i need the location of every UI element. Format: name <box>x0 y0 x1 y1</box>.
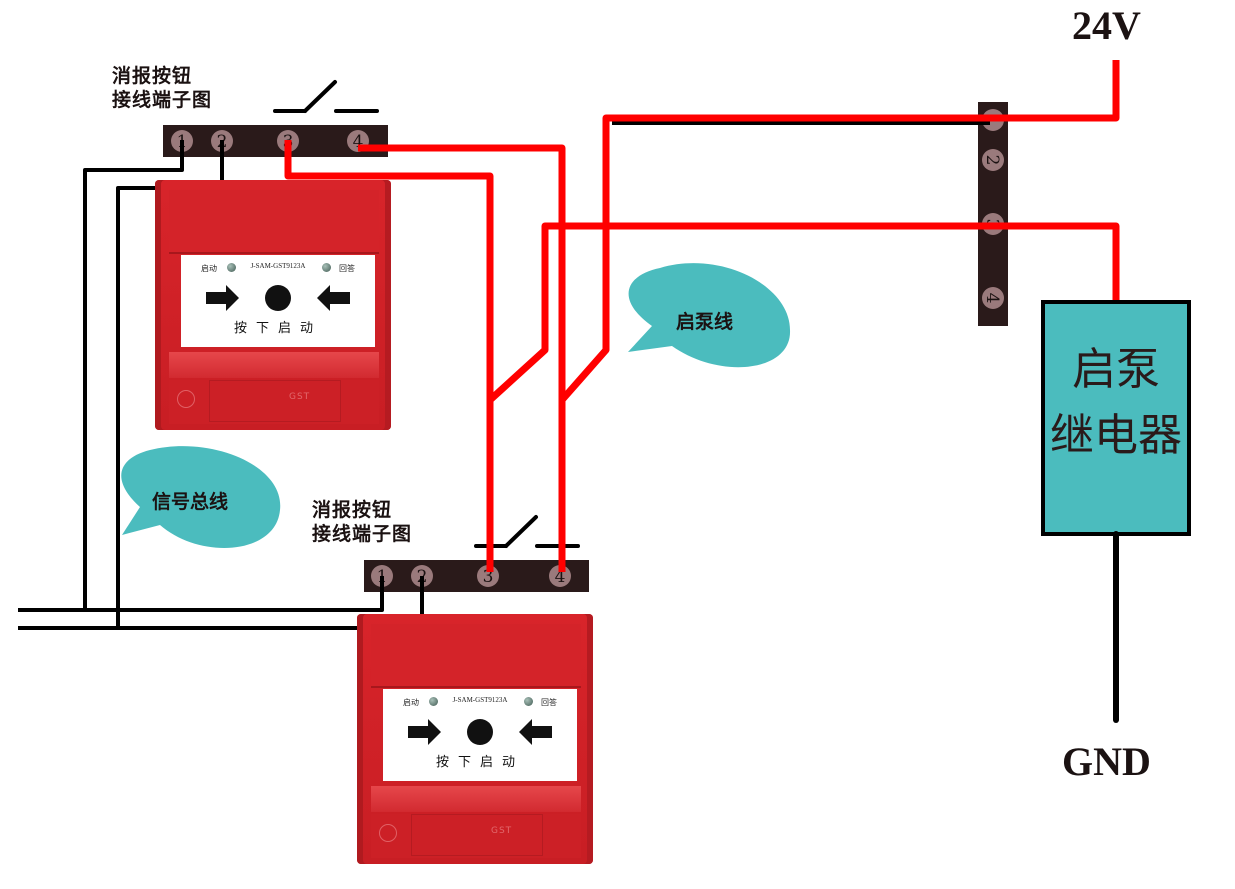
terminal-number: 4 <box>982 293 1002 304</box>
terminal-title-bottom-line2: 接线端子图 <box>312 523 413 545</box>
brand-logo-icon <box>177 390 195 408</box>
device-model: J-SAM-GST9123A <box>452 696 508 704</box>
led-start-label: 启动 <box>201 264 217 273</box>
arrow-left-icon <box>519 719 552 745</box>
led-answer-label: 回答 <box>339 264 355 273</box>
voltage-label: 24V <box>1072 3 1141 48</box>
led-answer-icon <box>524 697 533 706</box>
manual-call-point-bottom: 启动 J-SAM-GST9123A 回答 按下启动 GST <box>357 614 593 864</box>
callout-signal-bus-bubble <box>121 446 281 548</box>
terminal-number: 3 <box>483 567 494 587</box>
led-answer-icon <box>322 263 331 272</box>
switch-symbol-top <box>273 80 379 113</box>
terminal-title-top: 消报按钮 接线端子图 <box>112 64 212 112</box>
callout-pump-line-bubble <box>628 263 791 368</box>
arrow-left-icon <box>317 285 350 311</box>
press-to-start-text: 按下启动 <box>435 755 524 770</box>
manual-call-point-top: 启动 J-SAM-GST9123A 回答 按下启动 GST <box>155 180 391 430</box>
terminal-title-bottom: 消报按钮 接线端子图 <box>312 498 412 546</box>
ground-label: GND <box>1062 739 1151 784</box>
terminal-title-bottom-line1: 消报按钮 <box>312 499 393 521</box>
arrow-right-icon <box>206 285 239 311</box>
led-start-icon <box>429 697 438 706</box>
led-start-icon <box>227 263 236 272</box>
led-answer-label: 回答 <box>541 698 557 707</box>
terminal-number: 4 <box>555 567 566 587</box>
relay-label: 启泵 继电器 <box>1043 342 1189 464</box>
terminal-title-top-line2: 接线端子图 <box>112 89 213 111</box>
callout-signal-bus-text: 信号总线 <box>152 491 229 513</box>
relay-label-line1: 启泵 <box>1072 344 1160 395</box>
press-button-icon <box>467 719 493 745</box>
press-button-icon <box>265 285 291 311</box>
brand-logo-icon <box>379 824 397 842</box>
relay-label-line2: 继电器 <box>1050 410 1182 461</box>
relay-terminal-4: 4 <box>982 287 1004 309</box>
press-to-start-text: 按下启动 <box>233 321 322 336</box>
pump-relay-box <box>1041 300 1191 536</box>
callout-pump-line-text: 启泵线 <box>676 311 734 333</box>
relay-terminal-2: 2 <box>982 149 1004 171</box>
device-panel: 启动 J-SAM-GST9123A 回答 按下启动 <box>383 689 577 781</box>
led-start-label: 启动 <box>403 698 419 707</box>
arrow-right-icon <box>408 719 441 745</box>
device-model: J-SAM-GST9123A <box>250 262 306 270</box>
terminal-number: 2 <box>982 155 1002 166</box>
brand-text: GST <box>491 826 513 836</box>
brand-text: GST <box>289 392 311 402</box>
pump-line-wires <box>284 60 1120 572</box>
terminal-number: 4 <box>353 132 364 152</box>
device-panel: 启动 J-SAM-GST9123A 回答 按下启动 <box>181 255 375 347</box>
terminal-title-top-line1: 消报按钮 <box>112 65 193 87</box>
